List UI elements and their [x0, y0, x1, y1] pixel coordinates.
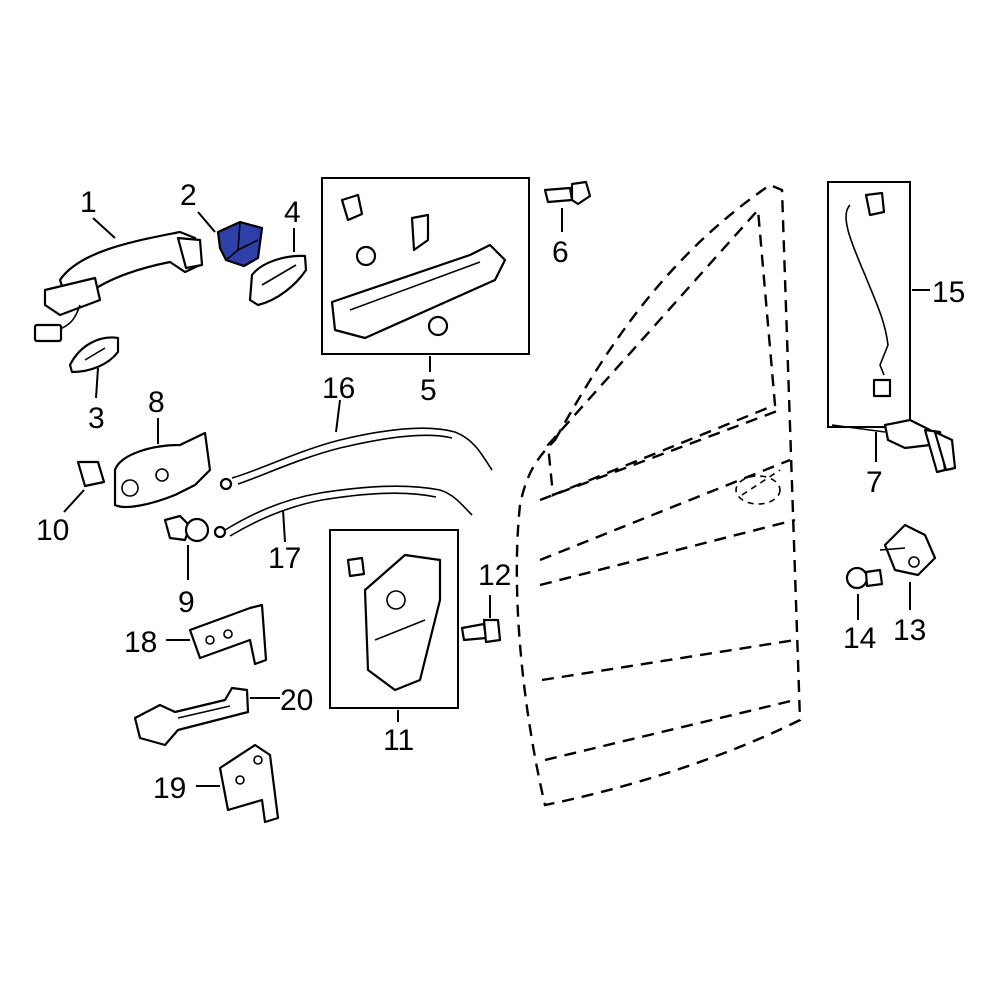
part-cable-17[interactable] [213, 485, 473, 539]
part-bolt-6[interactable] [543, 180, 592, 206]
callout-17: 17 [268, 542, 301, 575]
part-striker-13[interactable] [879, 523, 937, 577]
part-rod-box-15[interactable] [827, 181, 911, 428]
part-trim[interactable] [248, 254, 308, 307]
part-handle-base[interactable] [68, 336, 120, 374]
callout-3: 3 [88, 402, 105, 435]
part-hinge-18[interactable] [188, 603, 268, 666]
part-lock-actuator-box-11[interactable] [329, 529, 459, 709]
callout-12: 12 [478, 559, 511, 592]
callout-18: 18 [124, 626, 157, 659]
callout-10: 10 [36, 514, 69, 547]
part-door-check-20[interactable] [133, 686, 250, 747]
part-outer-handle[interactable] [33, 230, 204, 343]
callout-16: 16 [322, 372, 355, 405]
callout-9: 9 [178, 586, 195, 619]
callout-2: 2 [180, 179, 197, 212]
callout-7: 7 [866, 466, 883, 499]
part-lock-cylinder[interactable] [831, 418, 957, 474]
callout-5: 5 [420, 374, 437, 407]
callout-1: 1 [80, 186, 97, 219]
callout-19: 19 [153, 772, 186, 805]
part-hinge-19[interactable] [218, 743, 280, 824]
callout-4: 4 [284, 196, 301, 229]
door-outline [515, 183, 802, 807]
leader-lines [63, 208, 930, 787]
callout-11: 11 [383, 724, 414, 757]
part-latch-plate[interactable] [113, 431, 212, 509]
callout-labels: 1 2 4 3 5 6 7 8 9 10 11 12 13 14 15 16 1… [36, 179, 965, 805]
callout-20: 20 [280, 684, 313, 717]
part-screw-14[interactable] [845, 566, 884, 590]
part-cable-16[interactable] [219, 427, 493, 491]
callout-8: 8 [148, 386, 165, 419]
part-screw-9[interactable] [163, 514, 210, 543]
part-clip-10[interactable] [76, 460, 106, 488]
callout-14: 14 [843, 622, 876, 655]
part-bolt-12[interactable] [460, 618, 502, 644]
callout-15: 15 [932, 276, 965, 309]
part-handle-cover-highlighted[interactable] [216, 220, 264, 268]
callout-6: 6 [552, 236, 569, 269]
part-kit-box-5[interactable] [321, 177, 530, 355]
callout-13: 13 [893, 614, 926, 647]
